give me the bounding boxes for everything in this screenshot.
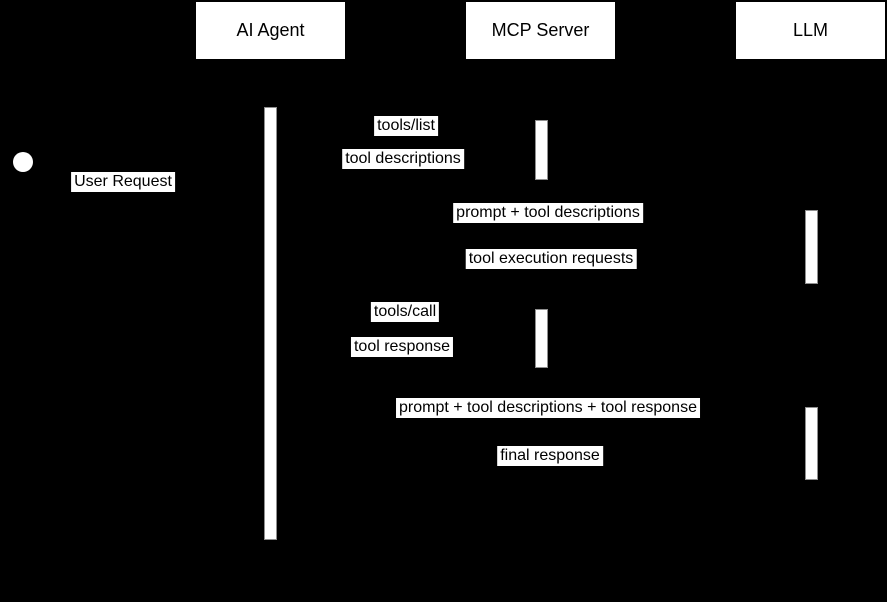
start-event-label: User Request <box>71 172 175 192</box>
message-label-final-response: final response <box>497 446 603 466</box>
message-label-tools-list: tools/list <box>374 116 438 136</box>
participant-box-ai-agent: AI Agent <box>196 2 345 59</box>
message-label-tool-response: tool response <box>350 337 454 357</box>
message-label-tool-execution-requests: tool execution requests <box>465 249 637 269</box>
activation-bar-llm-2 <box>805 407 818 480</box>
message-label-prompt-descriptions-response: prompt + tool descriptions + tool respon… <box>396 398 700 418</box>
activation-bar-llm-1 <box>805 210 818 284</box>
start-circle-icon <box>13 152 33 172</box>
participant-box-mcp-server: MCP Server <box>466 2 615 59</box>
activation-bar-mcp-server-2 <box>535 309 548 368</box>
message-label-prompt-tool-descriptions: prompt + tool descriptions <box>453 203 643 223</box>
message-label-tools-call: tools/call <box>370 302 440 322</box>
activation-bar-ai-agent <box>264 107 277 540</box>
message-label-tool-descriptions: tool descriptions <box>342 149 464 169</box>
activation-bar-mcp-server-1 <box>535 120 548 180</box>
participant-box-llm: LLM <box>736 2 885 59</box>
